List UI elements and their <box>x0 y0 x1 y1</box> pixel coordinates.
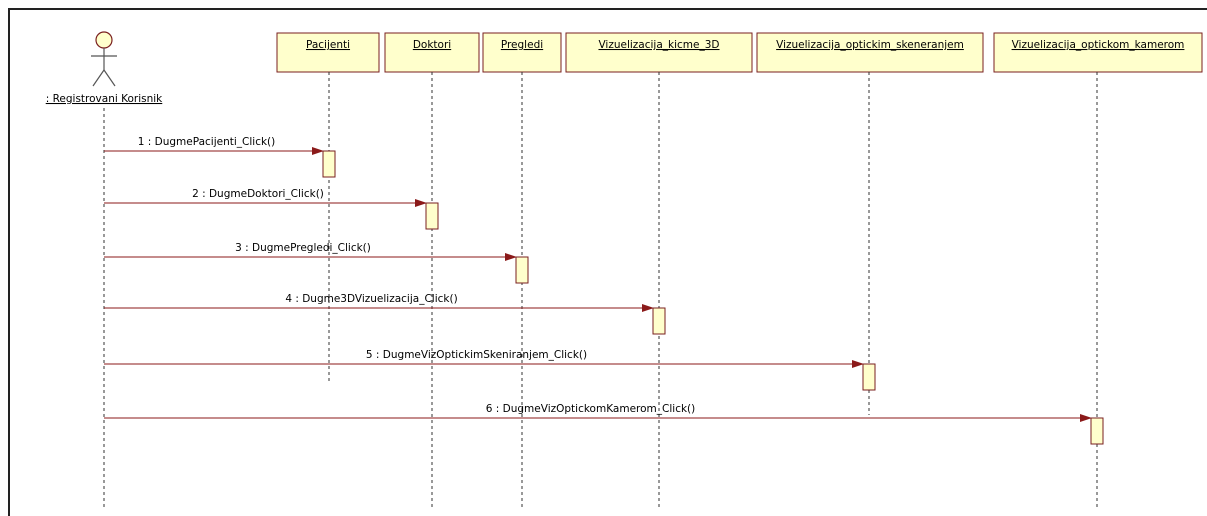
object-3[interactable]: Pregledi <box>482 32 562 508</box>
diagram-frame <box>8 8 1207 516</box>
object-box <box>482 32 562 73</box>
message-label: 3 : DugmePregledi_Click() <box>235 242 371 254</box>
object-box <box>565 32 753 73</box>
actor[interactable]: : Registrovani Korisnik <box>46 31 163 105</box>
message-5[interactable]: 5 : DugmeVizOptickimSkeniranjem_Click() <box>104 349 876 391</box>
object-label: Pacijenti <box>306 39 350 51</box>
activation-bar <box>652 307 666 335</box>
object-box <box>276 32 380 73</box>
stick-figure-icon <box>91 31 117 87</box>
object-label: Doktori <box>413 39 451 51</box>
object-label: Pregledi <box>501 39 543 51</box>
message-6[interactable]: 6 : DugmeVizOptickomKamerom_Click() <box>104 403 1104 445</box>
activation-bar <box>862 363 876 391</box>
object-box <box>384 32 480 73</box>
activation-bar <box>322 150 336 178</box>
object-label: Vizuelizacija_optickim_skeneranjem <box>776 39 964 51</box>
message-label: 2 : DugmeDoktori_Click() <box>192 188 324 200</box>
message-label: 1 : DugmePacijenti_Click() <box>138 136 276 148</box>
object-box <box>993 32 1203 73</box>
message-1[interactable]: 1 : DugmePacijenti_Click() <box>104 136 336 178</box>
message-label: 4 : Dugme3DVizuelizacija_Click() <box>285 293 457 305</box>
message-label: 5 : DugmeVizOptickimSkeniranjem_Click() <box>366 349 587 361</box>
object-6[interactable]: Vizuelizacija_optickom_kamerom <box>993 32 1203 508</box>
object-5[interactable]: Vizuelizacija_optickim_skeneranjem <box>756 32 984 415</box>
activation-bar <box>425 202 439 230</box>
activation-bar <box>1090 417 1104 445</box>
message-3[interactable]: 3 : DugmePregledi_Click() <box>104 242 529 284</box>
message-4[interactable]: 4 : Dugme3DVizuelizacija_Click() <box>104 293 666 335</box>
object-2[interactable]: Doktori <box>384 32 480 508</box>
object-4[interactable]: Vizuelizacija_kicme_3D <box>565 32 753 508</box>
message-2[interactable]: 2 : DugmeDoktori_Click() <box>104 188 439 230</box>
actor-label: : Registrovani Korisnik <box>46 93 163 105</box>
object-1[interactable]: Pacijenti <box>276 32 380 382</box>
activation-bar <box>515 256 529 284</box>
object-label: Vizuelizacija_kicme_3D <box>598 39 719 51</box>
object-box <box>756 32 984 73</box>
object-label: Vizuelizacija_optickom_kamerom <box>1012 39 1185 51</box>
message-label: 6 : DugmeVizOptickomKamerom_Click() <box>486 403 696 415</box>
